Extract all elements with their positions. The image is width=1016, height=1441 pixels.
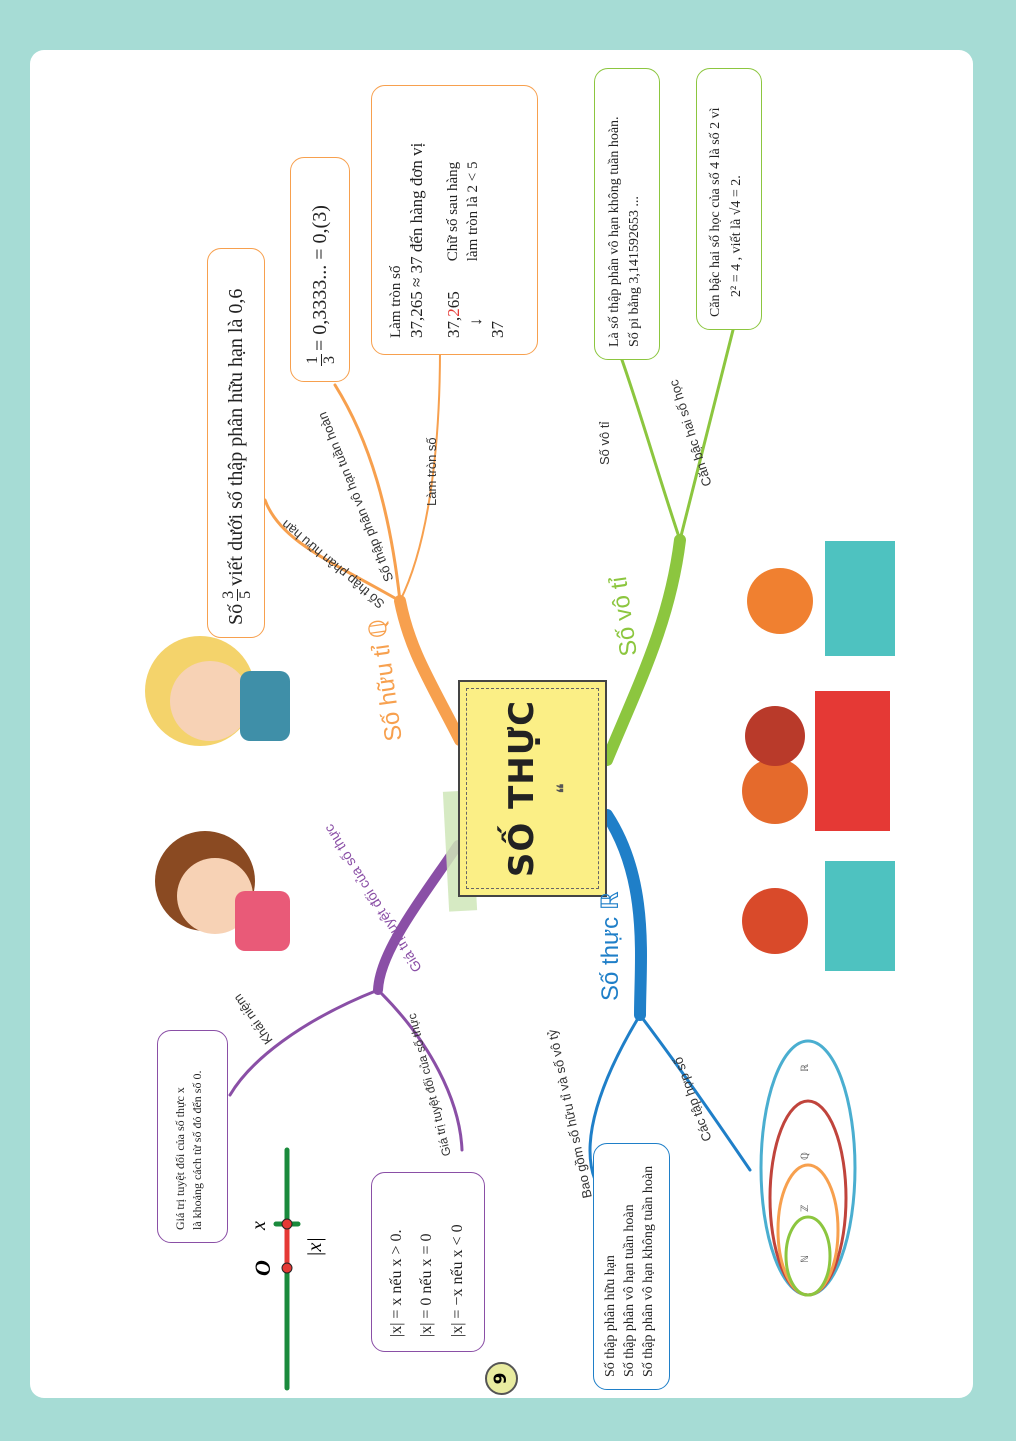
branch-irrational xyxy=(601,534,686,766)
sub-irrational: Số vô tỉ xyxy=(597,421,612,465)
central-title: SỐ THỰC xyxy=(502,699,542,878)
set-Z xyxy=(776,1163,840,1297)
line-real-list xyxy=(588,1013,642,1182)
set-label-N: ℕ xyxy=(800,1254,811,1263)
set-label-Z: ℤ xyxy=(800,1204,811,1212)
line-repeat xyxy=(333,383,402,603)
number-sets-diagram xyxy=(759,1039,857,1297)
branch-real xyxy=(601,809,647,1021)
quote-icon: ❝ xyxy=(554,783,576,794)
line-finite xyxy=(263,498,402,603)
line-abs-formula xyxy=(376,988,464,1152)
set-N xyxy=(784,1215,832,1297)
central-topic: SỐ THỰC ❝ xyxy=(458,680,607,897)
line-sqrt xyxy=(678,328,735,542)
distance-label: |x| xyxy=(304,1237,326,1257)
branch-label-real: Số thực ℝ xyxy=(597,891,624,1001)
sub-rounding: Làm tròn số xyxy=(424,437,439,506)
origin-point xyxy=(281,1262,293,1274)
line-abs-def xyxy=(228,988,380,1097)
box-absolute-formulas: |x| = x nếu x > 0.|x| = 0 nếu x = 0|x| =… xyxy=(371,1172,485,1352)
origin-label: O xyxy=(250,1260,275,1276)
box-rounding: Làm tròn số 37,265 ≈ 37 đến hàng đơn vị … xyxy=(371,85,538,355)
line-real-sets xyxy=(638,1013,752,1172)
line-round xyxy=(399,349,441,602)
set-label-Q: ℚ xyxy=(800,1152,811,1160)
line-irr-def xyxy=(620,358,682,542)
box-irrational-def: Là số thập phân vô hạn không tuần hoàn.S… xyxy=(594,68,660,360)
arrow-down-icon: ↓ xyxy=(466,317,486,327)
page-number: 9 xyxy=(485,1362,518,1395)
branch-rational xyxy=(394,595,466,746)
children-illustration xyxy=(145,541,895,971)
x-point xyxy=(281,1218,293,1230)
x-label: x xyxy=(248,1221,270,1230)
branch-absolute xyxy=(373,840,463,995)
set-label-R: ℝ xyxy=(800,1064,811,1072)
